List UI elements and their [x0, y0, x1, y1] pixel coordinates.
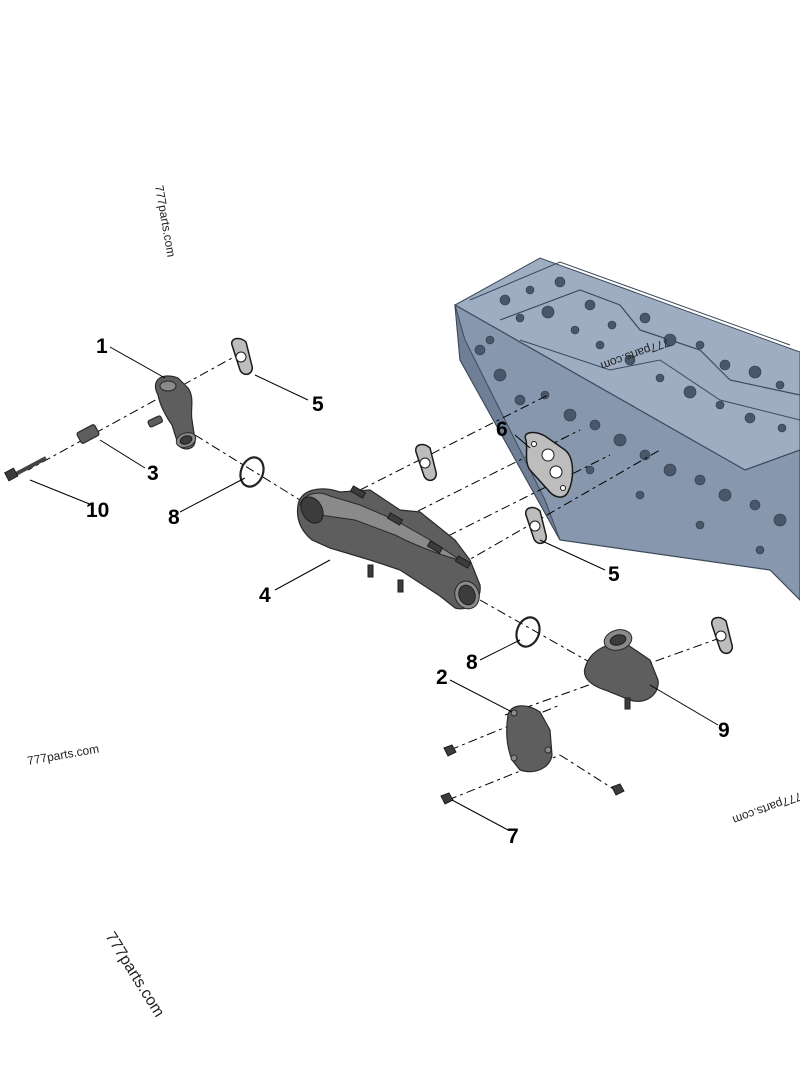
callout-6: 6 — [496, 418, 508, 441]
dowel-part-3 — [76, 424, 100, 444]
bolt-part-7-c — [611, 783, 625, 796]
callout-7: 7 — [507, 825, 519, 848]
watermark-right-edge: 777parts.com — [731, 789, 800, 827]
callout-8-lower: 8 — [466, 651, 478, 674]
bolt-part-10 — [4, 456, 47, 482]
callout-4: 4 — [259, 584, 271, 607]
water-manifold-part-4 — [296, 485, 481, 610]
watermark-bottom-left: 777parts.com — [102, 929, 168, 1020]
thermostat-cover-part-2 — [506, 705, 553, 773]
o-ring-part-8-lower — [515, 616, 541, 648]
callout-3: 3 — [147, 462, 159, 485]
watermark-top-left: 777parts.com — [152, 184, 178, 258]
callout-5-lower: 5 — [608, 563, 620, 586]
cylinder-head-holes — [474, 276, 787, 555]
thermostat-housing-part-9 — [583, 629, 659, 710]
callout-1: 1 — [96, 335, 108, 358]
callout-10: 10 — [86, 499, 109, 522]
callout-labels: 1 2 3 4 5 5 6 7 8 8 9 10 — [86, 335, 730, 848]
gasket-thermostat-housing — [711, 616, 733, 655]
leader-lines — [29, 346, 719, 831]
callout-8-upper: 8 — [168, 506, 180, 529]
bolt-part-7-b — [440, 792, 454, 805]
bolt-part-7-a — [443, 744, 457, 757]
callout-2: 2 — [436, 666, 448, 689]
watermark-left-middle: 777parts.com — [26, 742, 100, 768]
o-ring-part-8-upper — [239, 456, 265, 488]
gasket-part-5-upper — [231, 337, 253, 376]
gasket-part-6 — [524, 431, 574, 498]
gasket-intake-small — [415, 443, 437, 482]
cylinder-head — [453, 257, 800, 601]
elbow-housing-part-1 — [147, 375, 197, 450]
gasket-part-5-lower — [525, 506, 547, 545]
callout-5-upper: 5 — [312, 393, 324, 416]
callout-9: 9 — [718, 719, 730, 742]
